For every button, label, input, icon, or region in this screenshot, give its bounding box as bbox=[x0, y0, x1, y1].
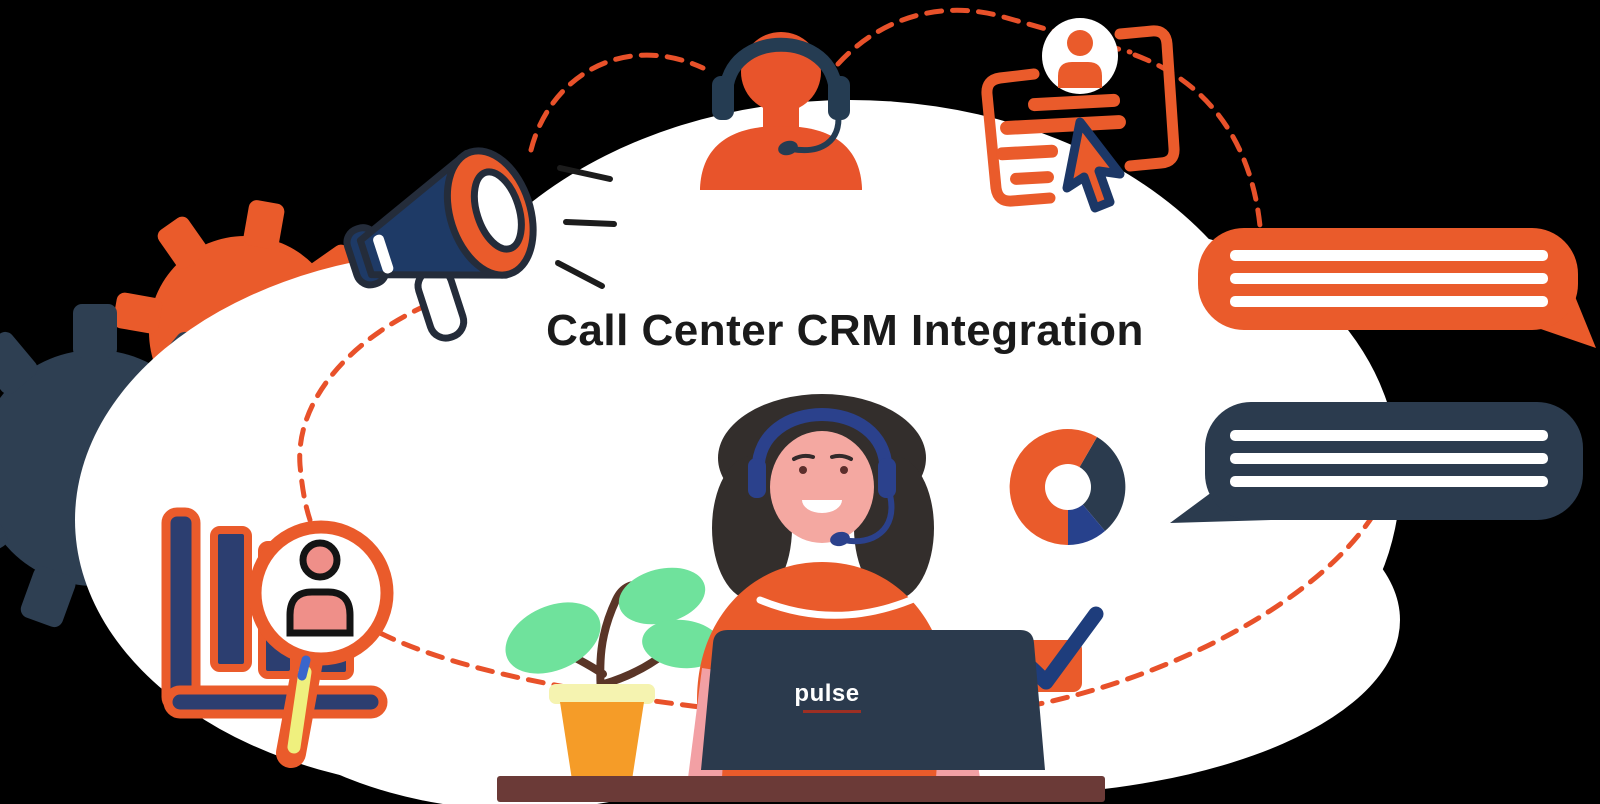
potted-plant bbox=[505, 567, 722, 780]
megaphone-icon bbox=[343, 147, 617, 342]
sound-lines-icon bbox=[555, 165, 617, 289]
laptop-brand-tagline-line bbox=[803, 710, 861, 713]
contact-form-cursor-icon bbox=[981, 18, 1180, 213]
laptop-brand-logo: pulse bbox=[794, 680, 860, 707]
user-search-analytics-icon bbox=[161, 507, 394, 768]
cursor-icon bbox=[1062, 117, 1125, 213]
smile bbox=[802, 500, 842, 513]
form-field-lines bbox=[996, 93, 1126, 185]
chat-bubble-orange-icon bbox=[1198, 228, 1596, 348]
person-icon bbox=[286, 539, 354, 637]
desk bbox=[497, 776, 1105, 802]
donut-chart-icon bbox=[1009, 429, 1126, 546]
face bbox=[770, 431, 874, 543]
hair-fringe bbox=[766, 412, 876, 468]
laptop bbox=[701, 630, 1045, 770]
support-agent-icon bbox=[700, 32, 862, 190]
user-avatar-icon bbox=[1042, 18, 1118, 94]
page-title: Call Center CRM Integration bbox=[546, 306, 1144, 355]
chat-bubble-navy-icon bbox=[1170, 402, 1583, 523]
headset-icon bbox=[748, 408, 896, 547]
